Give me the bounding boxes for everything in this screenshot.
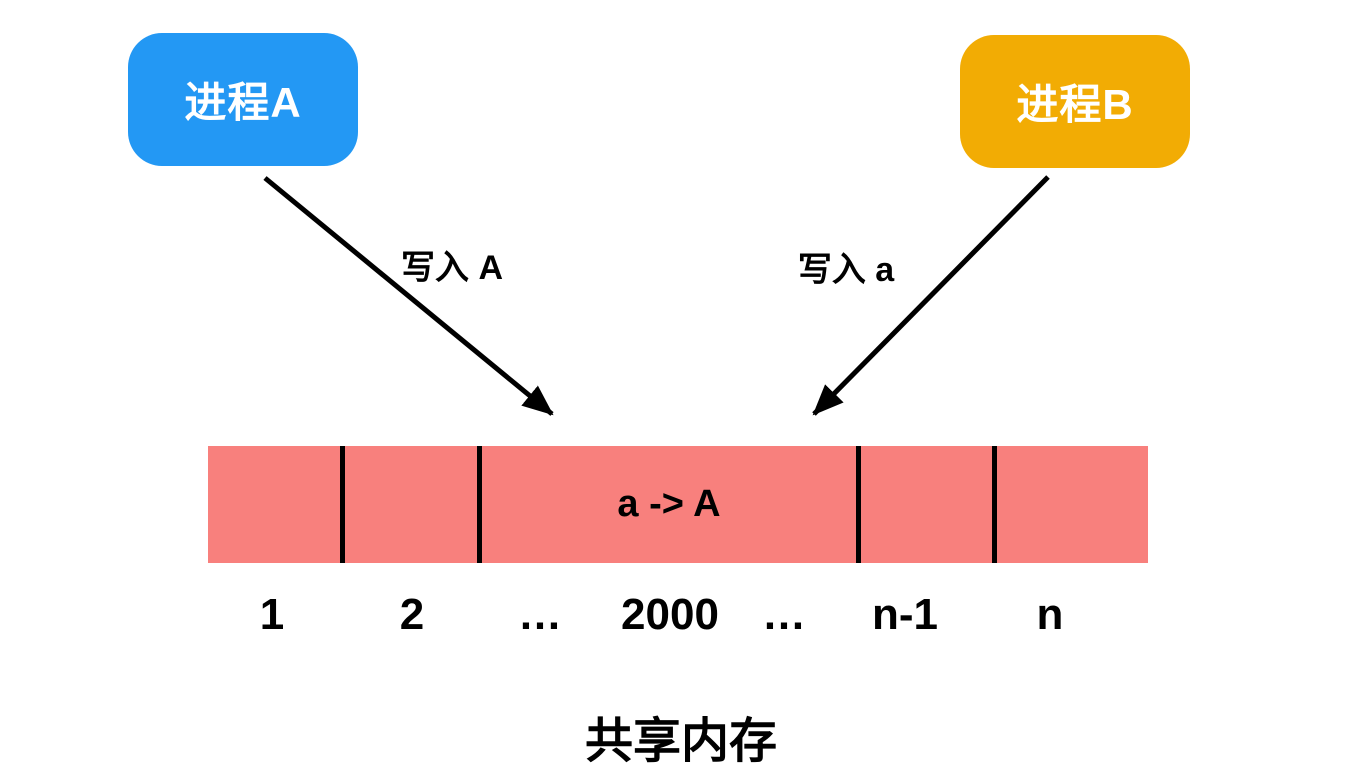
index-label-n: n xyxy=(1036,590,1064,639)
memory-cell-value: a -> A xyxy=(617,483,721,525)
arrow-a xyxy=(263,176,554,416)
memory-cell-2000: a -> A xyxy=(482,446,856,563)
memory-cell-divider xyxy=(477,446,482,563)
index-label-2000: 2000 xyxy=(621,590,719,639)
memory-index-labels: 1 2 … 2000 … n-1 n xyxy=(0,592,1362,638)
process-a-label: 进程A xyxy=(184,79,302,126)
arrow-b xyxy=(812,175,1050,416)
arrow-a-label: 写入 A xyxy=(401,249,503,287)
index-label-ellipsis-left: … xyxy=(518,590,562,639)
process-a-box: 进程A xyxy=(128,33,358,166)
index-label-n-1: n-1 xyxy=(872,590,938,639)
index-label-2: 2 xyxy=(399,590,425,639)
memory-cell-2 xyxy=(345,446,477,563)
memory-cell-n xyxy=(997,446,1148,563)
shared-memory-bar: a -> A xyxy=(208,446,1148,563)
memory-cell-divider xyxy=(856,446,861,563)
process-b-label: 进程B xyxy=(1016,81,1134,128)
diagram-title: 共享内存 xyxy=(584,715,777,768)
memory-cell-divider xyxy=(340,446,345,563)
index-label-ellipsis-right: … xyxy=(762,590,806,639)
arrow-b-label: 写入 a xyxy=(797,251,895,289)
memory-cell-n-1 xyxy=(861,446,992,563)
memory-cell-divider xyxy=(992,446,997,563)
index-label-1: 1 xyxy=(259,590,285,639)
process-b-box: 进程B xyxy=(960,35,1190,168)
memory-cell-1 xyxy=(208,446,340,563)
